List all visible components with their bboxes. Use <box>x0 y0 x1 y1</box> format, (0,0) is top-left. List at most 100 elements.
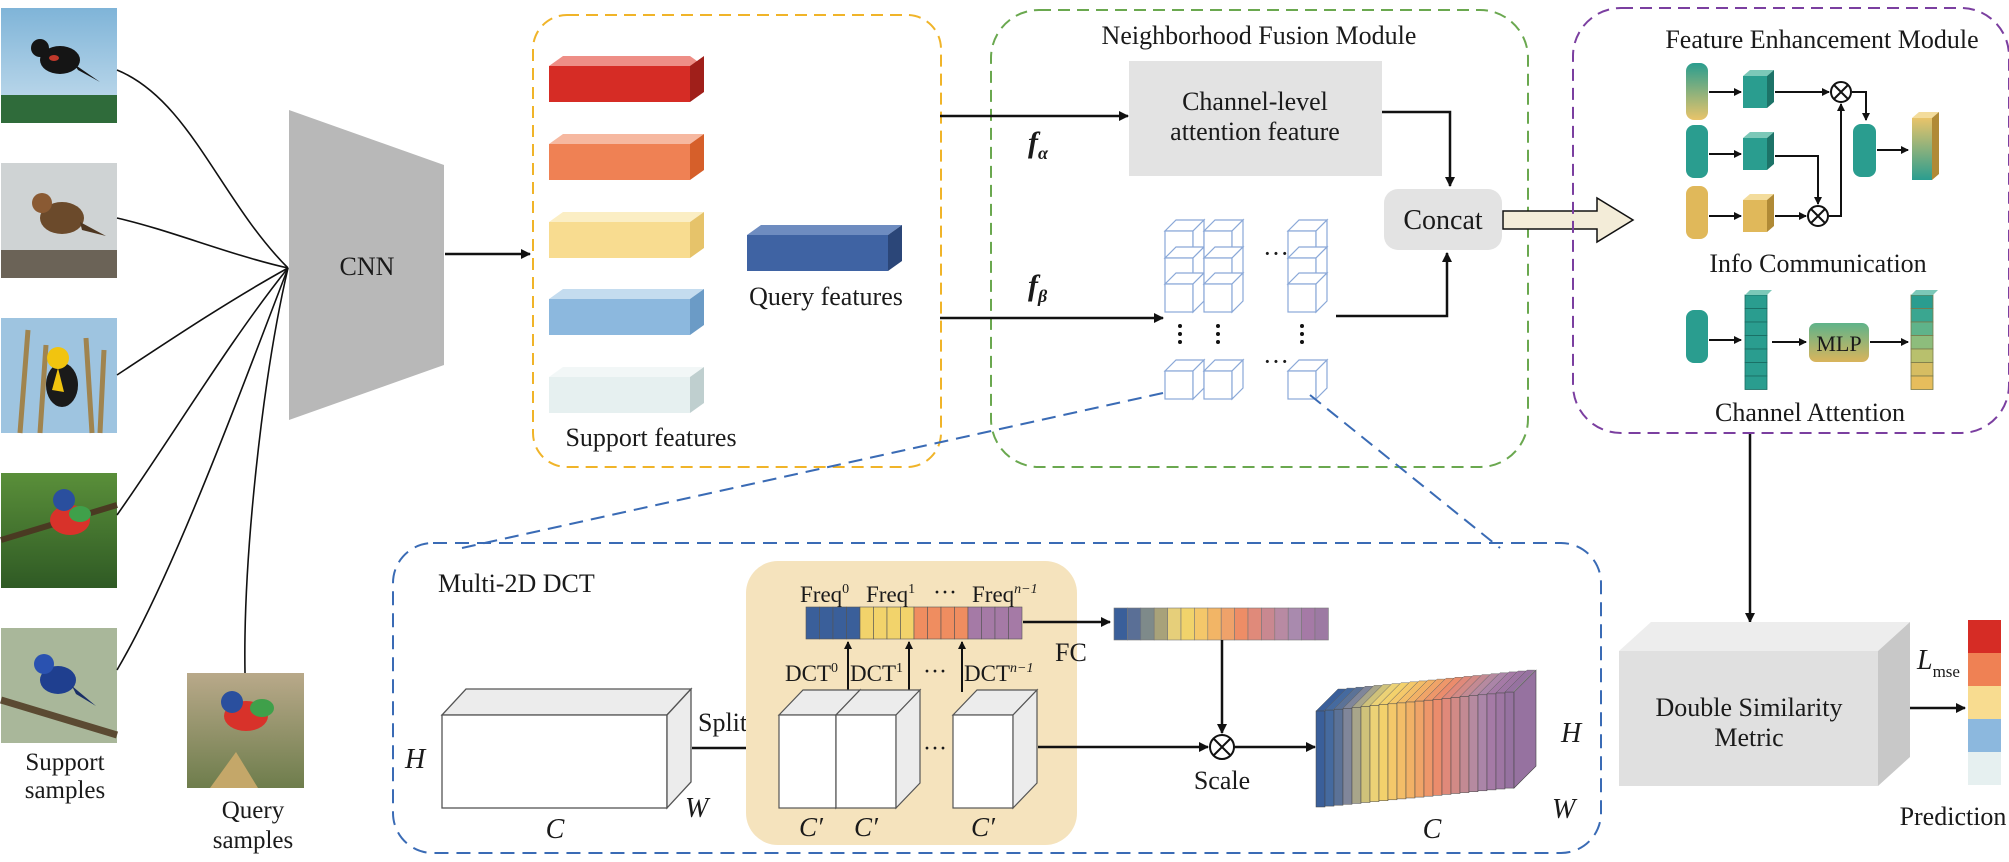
multi-dct-title: Multi-2D DCT <box>438 569 595 598</box>
freq-label: Freq0 <box>800 582 849 607</box>
query-samples-label: samples <box>213 827 294 854</box>
mlp-block <box>1809 323 1869 362</box>
multiply-icon <box>1830 81 1852 103</box>
output-slice <box>1324 709 1335 807</box>
prediction-segment <box>1968 653 2001 686</box>
weight-cell <box>1274 607 1289 641</box>
output-slice <box>1450 697 1461 794</box>
output-slice <box>1378 704 1389 801</box>
prediction-segment <box>1968 686 2001 719</box>
channel-weight-bar <box>1113 607 1329 641</box>
output-slice <box>1333 708 1344 806</box>
ellipsis: ··· <box>923 736 947 762</box>
frequency-cell <box>1008 606 1023 640</box>
channel-cell <box>1745 290 1772 295</box>
freq-label: Freq1 <box>866 582 915 607</box>
output-slice <box>1486 693 1497 791</box>
cnn-label: CNN <box>340 252 395 281</box>
channel-cell <box>1744 308 1768 323</box>
attention-cell <box>1910 362 1934 377</box>
output-slice <box>1360 706 1371 803</box>
dim-c-prime: C′ <box>799 812 824 842</box>
mlp-label: MLP <box>1816 331 1861 356</box>
frequency-cell <box>927 606 942 640</box>
output-slice <box>1405 701 1416 799</box>
dim-c: C <box>1423 814 1442 845</box>
split-label: Split <box>698 708 748 737</box>
arrow <box>1336 252 1452 318</box>
feature-pill <box>1686 63 1708 120</box>
output-slice <box>1369 705 1380 802</box>
weight-cell <box>1234 607 1249 641</box>
dim-w: W <box>685 793 711 824</box>
concat-label: Concat <box>1403 205 1483 236</box>
arrow <box>1775 155 1822 205</box>
feature-cube <box>1286 358 1329 401</box>
arrow <box>1852 91 1870 121</box>
frequency-cell <box>981 606 996 640</box>
ellipsis: ··· <box>923 659 947 685</box>
channel-attention-block: MLP <box>1686 290 1938 390</box>
frequency-cell <box>886 606 901 640</box>
feature-bar <box>549 367 704 413</box>
support-feature-bars <box>549 56 704 413</box>
weight-cell <box>1194 607 1209 641</box>
weight-cell <box>1261 607 1276 641</box>
frequency-cell <box>913 606 928 640</box>
channel-cell <box>1744 321 1768 336</box>
channel-attention-label: Channel-level <box>1182 87 1328 116</box>
freq-label: Freqn−1 <box>972 582 1038 607</box>
weight-cell <box>1207 607 1222 641</box>
bird-photo-icon <box>187 673 304 788</box>
query-sample-image <box>187 673 304 788</box>
multiply-icon <box>1807 205 1829 227</box>
frequency-cell <box>873 606 888 640</box>
attention-cell <box>1911 290 1938 295</box>
zoom-guide-line <box>1309 394 1501 549</box>
cnn-backbone <box>289 110 444 420</box>
query-features-label: Query features <box>749 282 903 311</box>
output-slice <box>1441 698 1452 795</box>
weight-cell <box>1247 607 1262 641</box>
f-beta-label: fβ <box>1028 269 1048 306</box>
dim-c: C <box>546 814 565 845</box>
channel-cell <box>1744 335 1768 350</box>
feature-bar <box>549 56 704 102</box>
zoom-guide-line <box>461 392 1164 549</box>
small-cube <box>1743 70 1774 108</box>
ellipsis: ··· <box>1263 347 1289 376</box>
channel-attention-title: Channel Attention <box>1715 398 1905 427</box>
dim-w: W <box>1552 794 1578 825</box>
weight-cell <box>1314 607 1329 641</box>
channel-cell <box>1744 375 1768 390</box>
concat-output-arrow <box>1502 196 1635 244</box>
fem-title: Feature Enhancement Module <box>1665 25 1978 54</box>
f-alpha-label: fα <box>1028 126 1049 163</box>
output-slice <box>1315 710 1326 808</box>
output-slice <box>1459 696 1470 793</box>
dct-label: DCTn−1 <box>964 661 1033 686</box>
weight-cell <box>1167 607 1182 641</box>
sample-to-cnn-connectors <box>116 69 289 674</box>
frequency-cell <box>940 606 955 640</box>
attention-cell <box>1910 294 1934 309</box>
output-slice <box>1351 707 1362 804</box>
nfm-title: Neighborhood Fusion Module <box>1102 21 1417 50</box>
frequency-cell <box>832 606 847 640</box>
frequency-cell <box>846 606 861 640</box>
dct-label: DCT1 <box>850 661 903 686</box>
weight-cell <box>1301 607 1316 641</box>
frequency-cell <box>967 606 982 640</box>
channel-attention-feature-box <box>1129 61 1382 176</box>
feature-enhancement-module <box>1572 7 2009 434</box>
prediction-bar <box>1968 620 2001 785</box>
weight-cell <box>1113 607 1128 641</box>
output-slice <box>1432 699 1443 796</box>
prediction-segment <box>1968 752 2001 785</box>
feature-cube <box>1286 271 1329 314</box>
feature-pill <box>1686 310 1708 363</box>
loss-label: Lmse <box>1916 645 1960 681</box>
prediction-segment <box>1968 620 2001 653</box>
attention-cell <box>1910 348 1934 363</box>
bird-photo-icon <box>0 473 118 588</box>
